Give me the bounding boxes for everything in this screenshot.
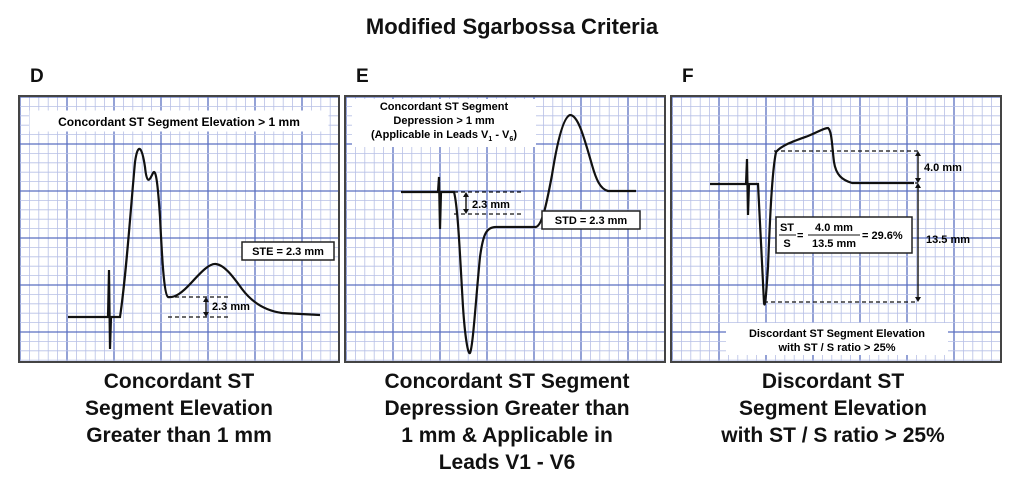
panel-d-ecg-grid: Concordant ST Segment Elevation > 1 mm 2…	[20, 97, 338, 361]
panel-e-letter: E	[356, 66, 369, 87]
panel-f-ratio-st: ST	[780, 222, 794, 234]
panel-f-ecg-trace	[710, 126, 914, 306]
panel-f-caption-line: Discordant ST	[761, 370, 905, 393]
panel-f-ecg-grid: 4.0 mm 13.5 mm ST S = 4.0 mm 13.5 mm = 2…	[672, 97, 1000, 361]
panel-d: Concordant ST Segment Elevation > 1 mm 2…	[18, 95, 340, 363]
panel-f-caption-line: Segment Elevation	[739, 397, 927, 420]
panel-e-grid	[346, 97, 664, 361]
panel-f-ratio-result: = 29.6%	[862, 230, 903, 242]
panel-e-caption-line: Leads V1 - V6	[438, 451, 576, 474]
panel-e-value-label: STD = 2.3 mm	[555, 215, 628, 227]
panel-e-box-label-line3: (Applicable in Leads V1 - V6)	[371, 129, 517, 143]
panel-d-caption: Concordant ST Segment Elevation Greater …	[18, 368, 340, 449]
panel-f-box-label-line2: with ST / S ratio > 25%	[777, 342, 895, 354]
panel-f-ratio-s: S	[783, 238, 790, 250]
panel-d-letter: D	[30, 66, 44, 87]
panel-f-s-measure: 13.5 mm	[926, 234, 970, 246]
panel-e-box-label-line2: Depression > 1 mm	[393, 115, 494, 127]
panel-d-measure-label: 2.3 mm	[212, 301, 250, 313]
panel-e-measure-label: 2.3 mm	[472, 199, 510, 211]
page-title: Modified Sgarbossa Criteria	[365, 14, 659, 39]
panel-e-box-label-line1: Concordant ST Segment	[380, 101, 509, 113]
panel-f-ratio-den: 13.5 mm	[812, 238, 856, 250]
svg-text:=: =	[797, 230, 803, 242]
panel-f-caption-line: with ST / S ratio > 25%	[721, 424, 945, 447]
panel-f: 4.0 mm 13.5 mm ST S = 4.0 mm 13.5 mm = 2…	[670, 95, 1002, 363]
panel-e-ecg-trace	[401, 113, 636, 355]
panel-e-caption-line: Depression Greater than	[384, 397, 630, 420]
panel-e-caption: Concordant ST Segment Depression Greater…	[344, 368, 670, 476]
panel-e-caption-line: Concordant ST Segment	[384, 370, 630, 393]
panel-f-ratio-num: 4.0 mm	[815, 222, 853, 234]
panel-f-letter: F	[682, 66, 694, 87]
panel-d-caption-line: Segment Elevation	[85, 397, 273, 420]
panel-d-ecg-trace	[68, 147, 321, 350]
panel-e-caption-line: 1 mm & Applicable in	[401, 424, 613, 447]
panel-f-st-measure: 4.0 mm	[924, 162, 962, 174]
panel-d-caption-line: Concordant ST	[103, 370, 255, 393]
panel-e: Concordant ST Segment Depression > 1 mm …	[344, 95, 666, 363]
panel-d-value-label: STE = 2.3 mm	[252, 246, 324, 258]
panel-f-box-label-line1: Discordant ST Segment Elevation	[749, 328, 925, 340]
panel-e-ecg-grid: Concordant ST Segment Depression > 1 mm …	[346, 97, 664, 361]
panel-d-caption-line: Greater than 1 mm	[86, 424, 272, 447]
panel-f-caption: Discordant ST Segment Elevation with ST …	[670, 368, 996, 449]
panel-d-box-label: Concordant ST Segment Elevation > 1 mm	[58, 115, 300, 129]
